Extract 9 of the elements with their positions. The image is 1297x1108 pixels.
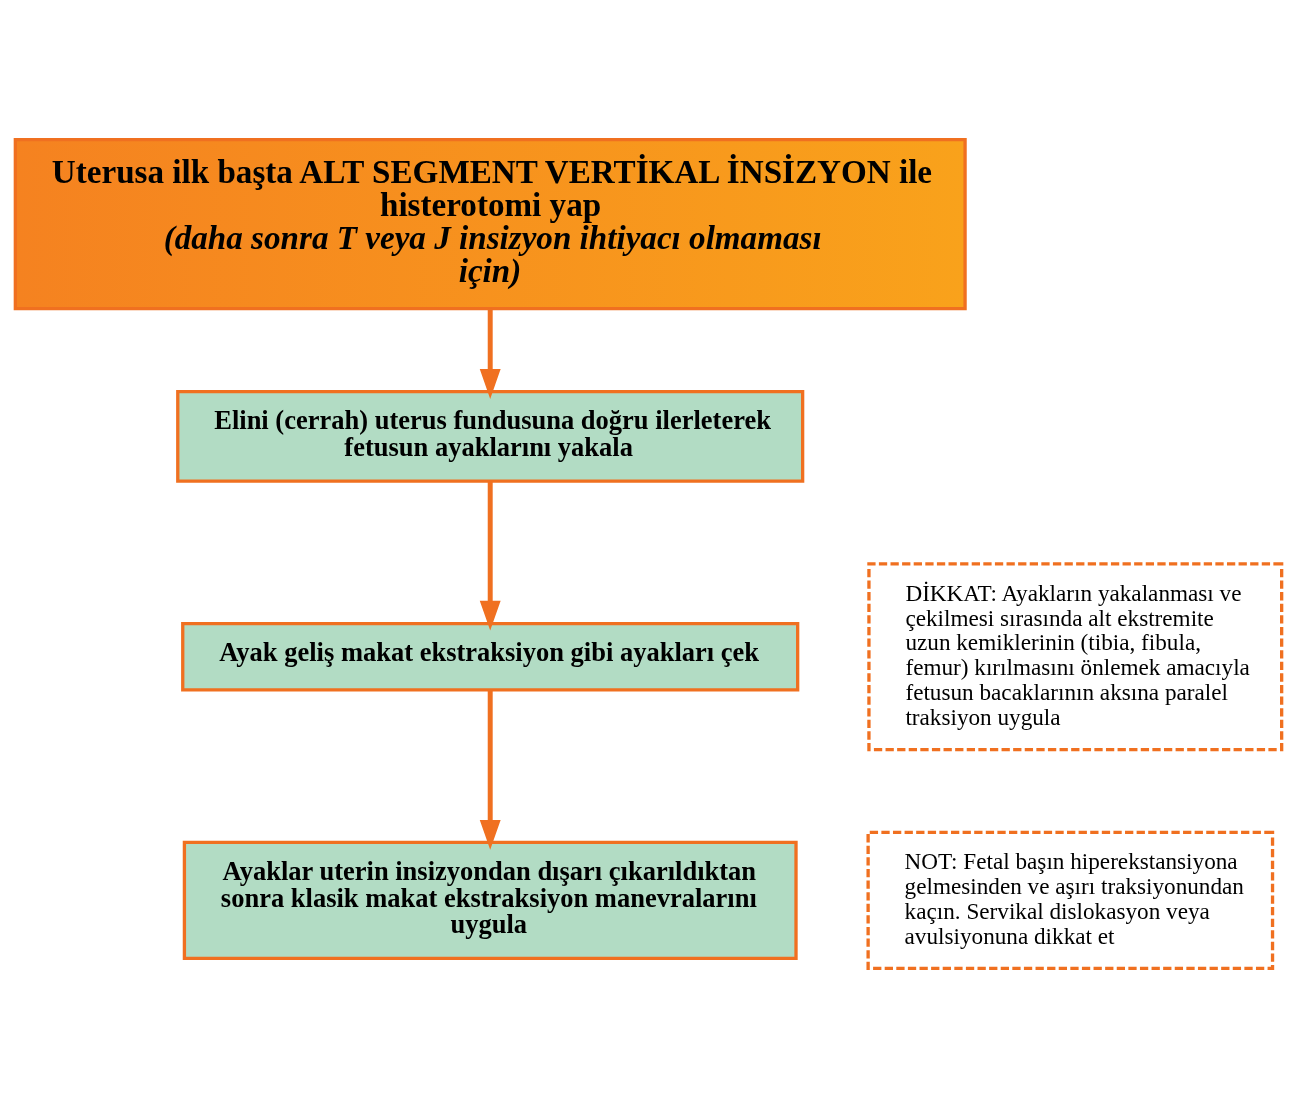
node-box: Uterusa ilk başta ALT SEGMENT VERTİKAL İNSİZYON ile histerotomi yap (daha sonra T veya J insizyon ihtiyacı olmaması için) [13, 137, 967, 311]
node-box: DİKKAT: Ayakların yakalanması ve çekilmesi sırasında alt ekstremite uzun kemiklerinin (tibia, fibula, femur) kırılmasını önlemek amacıyla fetusun bacaklarının aksına paralel traksiyon uygula [867, 562, 1284, 752]
arrow [479, 481, 501, 631]
node-box: NOT: Fetal başın hiperekstansiyona gelmesinden ve aşırı traksiyonundan kaçın. Servikal dislokasyon veya avulsiyonuna dikkat et [866, 830, 1275, 971]
arrow [479, 308, 501, 399]
arrow [479, 690, 501, 850]
node-box: Ayak geliş makat ekstraksiyon gibi ayakları çek [181, 621, 800, 692]
node-box: Elini (cerrah) uterus fundusuna doğru ilerleterek fetusun ayaklarını yakala [176, 389, 805, 483]
node-box: Ayaklar uterin insizyondan dışarı çıkarıldıktan sonra klasik makat ekstraksiyon manevralarını uygula [182, 840, 798, 961]
